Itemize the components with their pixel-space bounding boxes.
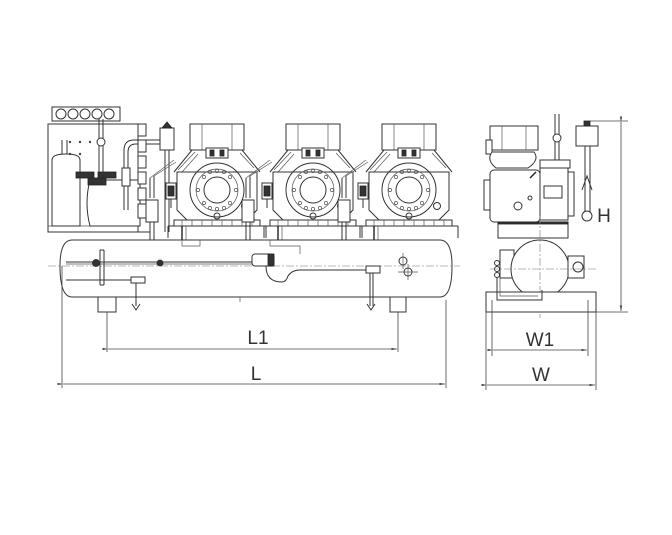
- dimension-label-h: H: [597, 206, 611, 227]
- dimension-l1: L1: [102, 312, 399, 352]
- control-panel: [47, 106, 175, 233]
- side-view: H W1 W: [481, 114, 628, 390]
- dimension-h: H: [590, 116, 628, 313]
- dimension-w1: W1: [487, 300, 589, 356]
- dimension-l: L: [57, 266, 447, 388]
- compressor-3: [337, 123, 459, 249]
- dimension-w: W: [481, 312, 597, 390]
- dimension-label-w1: W1: [526, 330, 555, 351]
- compressor-2: [241, 123, 363, 249]
- dimension-label-l1: L1: [247, 328, 268, 349]
- dimension-label-w: W: [532, 365, 550, 386]
- receiver-tank: [48, 239, 460, 313]
- front-view: L1 L: [47, 106, 460, 388]
- dimension-label-l: L: [251, 364, 262, 385]
